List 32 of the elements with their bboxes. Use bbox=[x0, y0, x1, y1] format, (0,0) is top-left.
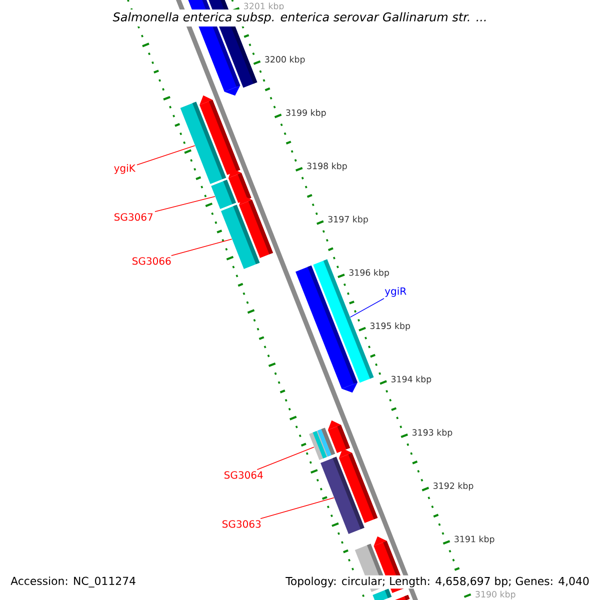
tick-label: 3190 kbp bbox=[476, 590, 516, 600]
tick-label: 3191 kbp bbox=[454, 536, 494, 544]
tick-label: 3200 kbp bbox=[265, 56, 305, 64]
tick-label: 3196 kbp bbox=[349, 269, 389, 278]
leader-line bbox=[136, 145, 196, 166]
tick-label: 3194 kbp bbox=[391, 376, 432, 384]
tick-label: 3192 kbp bbox=[434, 482, 474, 491]
tick-label: 3201 kbp bbox=[244, 2, 284, 11]
footer-text: Topology: circular; Length: 4,658,697 bp; Genes: 4,040 bbox=[284, 575, 591, 589]
tick-label: 3198 kbp bbox=[307, 162, 347, 171]
gene-label: SG3063 bbox=[222, 520, 261, 528]
leader-line bbox=[256, 446, 314, 470]
gene-label: SG3066 bbox=[132, 257, 171, 265]
leader-line bbox=[350, 298, 384, 318]
gene-bar bbox=[372, 588, 392, 600]
gene-label: SG3064 bbox=[224, 471, 263, 479]
gene-feature bbox=[338, 448, 378, 523]
title: Salmonella enterica subsp. enterica serovar Gallinarum str. ... bbox=[110, 10, 490, 26]
gene-label: ygiK bbox=[114, 164, 136, 174]
gene-feature bbox=[328, 420, 350, 453]
accession-text: Accession: NC_011274 bbox=[9, 575, 138, 589]
tick-label: 3193 kbp bbox=[412, 429, 452, 438]
leader-line bbox=[170, 238, 232, 256]
gene-label: SG3067 bbox=[114, 213, 153, 221]
tick-label: 3197 kbp bbox=[328, 216, 368, 224]
tick-label: 3195 kbp bbox=[370, 322, 410, 331]
tick-label: 3199 kbp bbox=[286, 109, 326, 118]
gene-label: ygiR bbox=[384, 287, 406, 297]
gene-feature bbox=[239, 195, 273, 258]
gene-feature bbox=[395, 594, 410, 600]
leader-line bbox=[154, 196, 216, 212]
gene-feature bbox=[200, 95, 240, 175]
